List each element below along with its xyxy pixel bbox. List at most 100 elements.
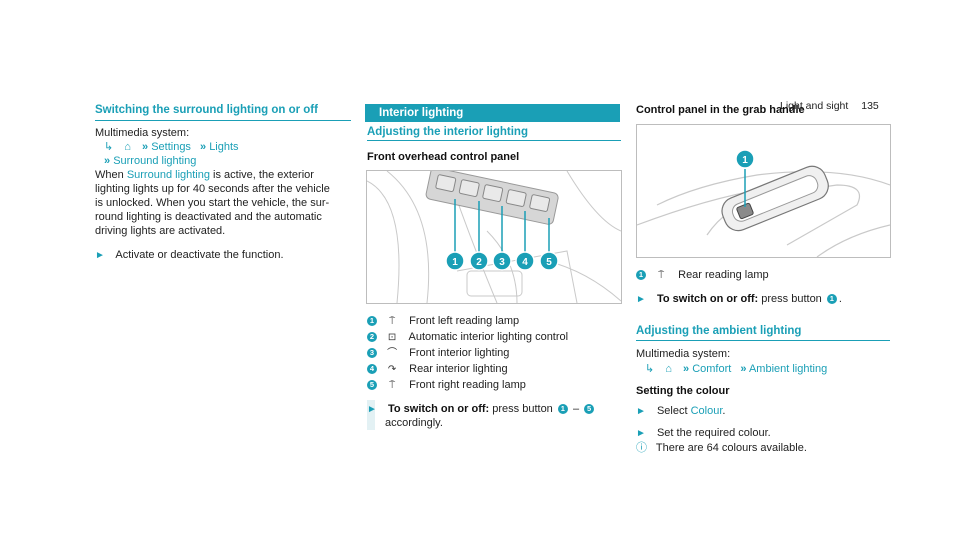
callout-circle bbox=[469, 251, 489, 271]
rear-interior-light-icon: ↷ bbox=[387, 364, 397, 375]
trim-line bbox=[656, 171, 890, 206]
subheading-rule bbox=[367, 140, 621, 141]
trim-line bbox=[466, 270, 523, 297]
legend-item-text: Rear interior lighting bbox=[409, 363, 508, 375]
callout-number: 4 bbox=[522, 257, 528, 268]
grab-handle-title: Control panel in the grab handle bbox=[636, 104, 805, 116]
grab-handle-inner bbox=[731, 175, 819, 222]
return-arrow-icon: ↳ bbox=[104, 141, 114, 153]
return-arrow-icon: ↳ bbox=[645, 363, 655, 375]
action-step: ► Activate or deactivate the function. bbox=[95, 248, 284, 263]
action-bold: To switch on or off: bbox=[387, 403, 490, 415]
nav-lights[interactable]: Lights bbox=[209, 141, 239, 153]
body-line-2: lighting lights up for 40 seconds after … bbox=[95, 183, 330, 195]
legend-item-2: 2 ⊡ Automatic interior lighting control bbox=[367, 330, 568, 345]
callout-number: 2 bbox=[476, 257, 482, 268]
callout-circle bbox=[492, 251, 512, 271]
section-band: Interior lighting bbox=[365, 104, 620, 122]
trim-line bbox=[816, 224, 890, 257]
inline-badge: 1 bbox=[557, 404, 568, 415]
legend-item-text: Front right reading lamp bbox=[409, 379, 526, 391]
header-section-label: Light and sight bbox=[780, 100, 849, 112]
info-icon: ⓘ bbox=[636, 442, 647, 454]
reading-lamp-icon: ⍑ bbox=[389, 380, 396, 391]
trim-line bbox=[386, 171, 430, 303]
nav-comfort[interactable]: Comfort bbox=[692, 363, 732, 375]
inline-badge: 5 bbox=[584, 404, 595, 415]
item-number-badge: 1 bbox=[367, 316, 377, 327]
colour-link[interactable]: Colour bbox=[690, 405, 723, 417]
body-text: is active, the exterior bbox=[213, 169, 314, 181]
auto-lighting-icon: ⊡ bbox=[387, 332, 397, 343]
ambient-multimedia-label: Multimedia system: bbox=[636, 348, 731, 360]
callout-number: 1 bbox=[452, 257, 458, 268]
overhead-panel-drawing: 1 2 3 4 5 bbox=[367, 171, 621, 303]
legend-item-4: 4 ↷ Rear interior lighting bbox=[367, 362, 508, 377]
grab-handle-image: 1 bbox=[636, 124, 891, 258]
step-arrow-icon: ► bbox=[95, 250, 105, 261]
set-colour-step: ► Set the required colour. bbox=[636, 426, 771, 441]
punctuation: . bbox=[838, 293, 842, 305]
surround-heading: Switching the surround lighting on or of… bbox=[95, 104, 318, 116]
step-arrow-icon: ► bbox=[636, 428, 646, 439]
col2-action: ► To switch on or off: press button 1 – … bbox=[367, 402, 596, 417]
setting-colour-title: Setting the colour bbox=[636, 385, 730, 397]
nav-ambient-lighting[interactable]: Ambient lighting bbox=[748, 363, 828, 375]
interior-subheading: Adjusting the interior lighting bbox=[367, 126, 528, 138]
item-number-badge: 4 bbox=[367, 364, 377, 375]
legend-item-text: Automatic interior lighting control bbox=[408, 331, 569, 343]
surround-lighting-link[interactable]: Surround lighting bbox=[126, 169, 210, 181]
trim-line bbox=[546, 260, 621, 302]
step-text: Select bbox=[656, 405, 688, 417]
action-highlight bbox=[367, 400, 375, 430]
ambient-rule bbox=[636, 340, 890, 341]
action-text: press button bbox=[761, 293, 822, 305]
legend-item-text: Front interior lighting bbox=[409, 347, 510, 359]
inline-badge: 1 bbox=[826, 294, 837, 305]
step-text: Set the required colour. bbox=[656, 427, 771, 439]
body-line-4: round lighting is deactivated and the au… bbox=[95, 211, 322, 223]
header-section: Light and sight 135 bbox=[780, 99, 879, 113]
path-arrow-icon: » bbox=[142, 141, 149, 153]
control-button bbox=[458, 179, 480, 197]
control-button bbox=[482, 184, 504, 202]
col2-action-line2: accordingly. bbox=[385, 417, 443, 429]
item-number-badge: 1 bbox=[636, 270, 646, 281]
legend-item-1: 1 ⍑ Front left reading lamp bbox=[367, 314, 519, 329]
path-arrow-icon: » bbox=[104, 155, 111, 167]
select-colour-step: ► Select Colour. bbox=[636, 404, 725, 419]
action-bold: To switch on or off: bbox=[656, 293, 759, 305]
callout-number: 3 bbox=[499, 257, 505, 268]
control-button bbox=[435, 174, 457, 192]
overhead-panel-image: 1 2 3 4 5 bbox=[366, 170, 622, 304]
heading-rule bbox=[95, 120, 351, 121]
home-icon[interactable]: ⌂ bbox=[665, 363, 672, 375]
legend-item-text: Rear reading lamp bbox=[678, 269, 769, 281]
panel-title: Front overhead control panel bbox=[367, 151, 520, 163]
trim-line bbox=[367, 180, 400, 303]
item-number-badge: 3 bbox=[367, 348, 377, 359]
front-interior-light-icon: ⌒ bbox=[387, 348, 398, 359]
step-arrow-icon: ► bbox=[636, 406, 646, 417]
reading-lamp-icon: ⍑ bbox=[389, 316, 396, 327]
ambient-heading: Adjusting the ambient lighting bbox=[636, 325, 802, 337]
callout-number: 1 bbox=[742, 155, 748, 166]
home-icon[interactable]: ⌂ bbox=[124, 141, 131, 153]
body-line-3: is unlocked. When you start the vehicle,… bbox=[95, 197, 330, 209]
multimedia-label: Multimedia system: bbox=[95, 127, 190, 139]
path-arrow-icon: » bbox=[683, 363, 690, 375]
info-note: ⓘ There are 64 colours available. bbox=[636, 441, 807, 455]
ambient-nav-path: ↳ ⌂ » Comfort » Ambient lighting bbox=[645, 362, 827, 376]
grab-legend-item: 1 ⍑ Rear reading lamp bbox=[636, 268, 769, 283]
reading-lamp-icon: ⍑ bbox=[658, 270, 665, 281]
nav-surround-lighting[interactable]: Surround lighting bbox=[113, 155, 197, 167]
action-text: press button bbox=[492, 403, 553, 415]
trim-line bbox=[566, 171, 621, 232]
nav-settings[interactable]: Settings bbox=[151, 141, 191, 153]
legend-item-text: Front left reading lamp bbox=[409, 315, 520, 327]
legend-item-3: 3 ⌒ Front interior lighting bbox=[367, 346, 509, 361]
path-arrow-icon: » bbox=[200, 141, 207, 153]
col3-action: ► To switch on or off: press button 1. bbox=[636, 292, 842, 307]
callout-circle bbox=[515, 251, 535, 271]
callout-circle bbox=[735, 149, 755, 169]
